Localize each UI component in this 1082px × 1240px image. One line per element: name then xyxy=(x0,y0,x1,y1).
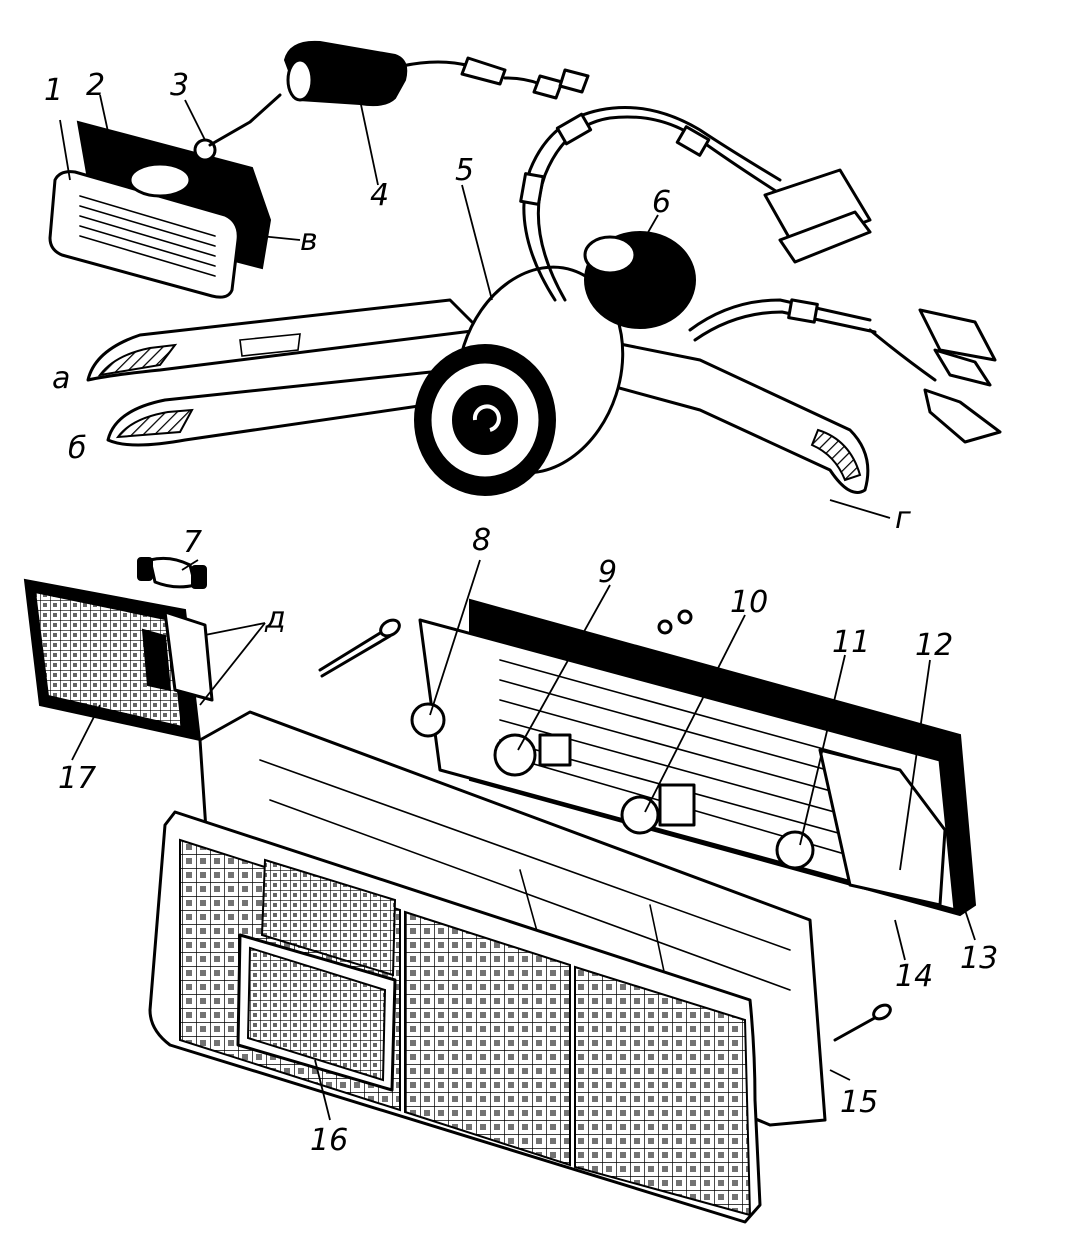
cap-opening xyxy=(286,58,314,102)
cam-top xyxy=(583,235,637,275)
nut-1 xyxy=(657,619,673,635)
bulb-wire xyxy=(208,93,282,147)
harness-right xyxy=(688,298,872,332)
label-a: а xyxy=(52,361,70,396)
lens-section-3 xyxy=(574,965,752,1217)
lever-a-slot xyxy=(239,333,301,357)
wire-connector-cap xyxy=(283,40,590,107)
bulb-7-cap-left xyxy=(137,557,153,581)
rubber-cap-4 xyxy=(283,40,408,107)
nut-2 xyxy=(677,609,693,625)
lever-g xyxy=(588,338,870,494)
harness-tie-3 xyxy=(675,125,711,157)
hub-spring xyxy=(472,404,501,432)
harness-plug-right-base xyxy=(933,348,992,387)
clip-9 xyxy=(538,733,572,767)
housing-edge-2 xyxy=(269,799,791,991)
terminal-b xyxy=(558,68,590,94)
label-6: 6 xyxy=(652,185,671,220)
harness-plug-upper-base xyxy=(778,210,872,264)
lamp-socket xyxy=(128,162,192,198)
socket-8 xyxy=(410,702,446,738)
clip-10 xyxy=(658,783,696,827)
label-v: в xyxy=(300,223,318,258)
bolt-upper-shaft xyxy=(318,628,387,672)
label-b: б xyxy=(68,431,87,466)
housing-edge-1 xyxy=(259,759,791,951)
lever-a xyxy=(86,298,482,382)
bolt-lower-head xyxy=(872,1003,892,1021)
label-1: 1 xyxy=(44,73,63,108)
reflector-16 xyxy=(246,946,387,1082)
label-7: 7 xyxy=(183,525,202,560)
label-d: д xyxy=(264,601,286,636)
festoon-bulb-7 xyxy=(137,556,207,589)
bulb-7-glass xyxy=(148,556,197,589)
label-16: 16 xyxy=(310,1123,348,1158)
cap-wire xyxy=(400,60,472,68)
label-10: 10 xyxy=(730,585,768,620)
lever-g-grip xyxy=(810,428,862,482)
label-13: 13 xyxy=(960,941,998,976)
connector-sleeve xyxy=(460,56,507,86)
label-11: 11 xyxy=(832,625,870,660)
licence-plate-lamp xyxy=(23,578,214,742)
harness-tie-1 xyxy=(555,112,593,146)
label-2: 2 xyxy=(86,68,105,103)
plate-lamp-housing xyxy=(163,610,214,702)
board-connector-14 xyxy=(818,748,947,907)
side-repeater-lamp xyxy=(48,93,282,299)
fasteners xyxy=(318,609,892,1042)
label-8: 8 xyxy=(472,523,491,558)
lens-upper-window xyxy=(260,858,397,977)
terminal-a xyxy=(532,74,564,100)
socket-11 xyxy=(775,830,815,870)
harness-tie-4 xyxy=(787,298,819,324)
label-3: 3 xyxy=(170,68,189,103)
label-12: 12 xyxy=(915,628,953,663)
harness-upper xyxy=(522,106,782,302)
harness-upper-2 xyxy=(536,115,784,302)
steering-column-switch xyxy=(86,106,1002,496)
label-9: 9 xyxy=(598,555,617,590)
bulb-7-cap-right xyxy=(191,565,207,589)
callout-labels: 1 2 3 4 5 6 в а б г 7 д 17 8 9 10 11 12 … xyxy=(44,68,998,1158)
bolt-lower-shaft xyxy=(833,1013,882,1042)
leader-lines xyxy=(59,94,976,1121)
lever-b-grip xyxy=(115,408,194,439)
label-14: 14 xyxy=(895,959,933,994)
rear-lamp-lens xyxy=(148,810,762,1224)
label-17: 17 xyxy=(58,761,96,796)
label-g: г xyxy=(895,501,911,536)
lens-ribs xyxy=(79,195,216,277)
bolt-upper-shaft-2 xyxy=(320,634,392,678)
hub-center xyxy=(452,385,518,455)
harness-right-2 xyxy=(693,310,877,342)
label-4: 4 xyxy=(370,178,389,213)
connector-wire-a xyxy=(503,76,542,86)
harness-plug-lower xyxy=(923,388,1002,444)
bolt-upper-head xyxy=(379,618,401,638)
harness-tie-2 xyxy=(519,172,545,206)
socket-9 xyxy=(493,733,537,777)
harness-lower-wire xyxy=(868,328,937,382)
harness-plug-right xyxy=(918,308,997,362)
plate-lamp-lens xyxy=(33,590,184,729)
socket-10 xyxy=(620,795,660,835)
lever-a-grip xyxy=(97,343,178,377)
label-5: 5 xyxy=(455,153,474,188)
label-15: 15 xyxy=(840,1085,878,1120)
plate-lamp-switch xyxy=(141,628,172,692)
rear-lamp-board xyxy=(410,598,977,917)
lens-section-2 xyxy=(404,910,571,1167)
